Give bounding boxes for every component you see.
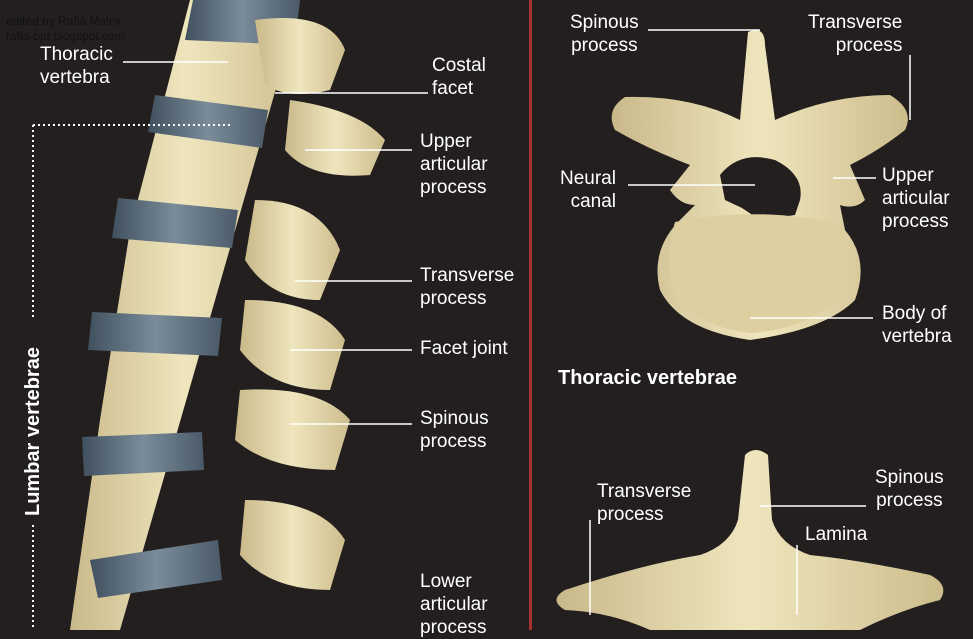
neural-canal [720, 157, 801, 220]
label-body-of-vertebra: Body of vertebra [882, 303, 952, 347]
label-costal-facet: Costal facet [432, 55, 486, 99]
label-top-upper-articular-process: Upper articular process [882, 165, 950, 232]
watermark-author: edited by Rafia Malek [6, 14, 122, 28]
label-lumbar-vertebrae: Lumbar vertebrae [22, 347, 44, 516]
spine-side-view [70, 0, 385, 630]
label-neural-canal: Neural canal [560, 168, 616, 212]
label-lumbar-spinous-process: Spinous process [875, 467, 944, 511]
label-transverse-process: Transverse process [420, 265, 515, 309]
disc [90, 540, 222, 598]
divider-line [529, 0, 532, 630]
vertebral-body [669, 214, 847, 333]
label-lamina: Lamina [805, 524, 868, 545]
disc [88, 312, 222, 356]
thoracic-vertebra-top-view [611, 30, 908, 341]
label-lumbar-transverse-process: Transverse process [597, 481, 692, 525]
disc [148, 95, 268, 148]
label-spinous-process: Spinous process [420, 408, 489, 452]
lumbar-vertebra-top-view [556, 450, 944, 630]
watermark-url: rafia-bpt.blogspot.com [6, 29, 125, 43]
label-facet-joint: Facet joint [420, 338, 508, 359]
leader-lines [123, 29, 911, 615]
label-lower-articular-process: Lower articular process [420, 571, 488, 638]
disc [112, 198, 238, 248]
disc [82, 432, 204, 476]
label-top-spinous-process: Spinous process [570, 12, 639, 56]
title-thoracic-vertebrae: Thoracic vertebrae [558, 367, 737, 389]
label-top-transverse-process: Transverse process [808, 12, 903, 56]
lumbar-bracket-line [32, 124, 233, 630]
label-thoracic-vertebra: Thoracic vertebra [40, 44, 113, 88]
label-upper-articular-process: Upper articular process [420, 131, 488, 198]
